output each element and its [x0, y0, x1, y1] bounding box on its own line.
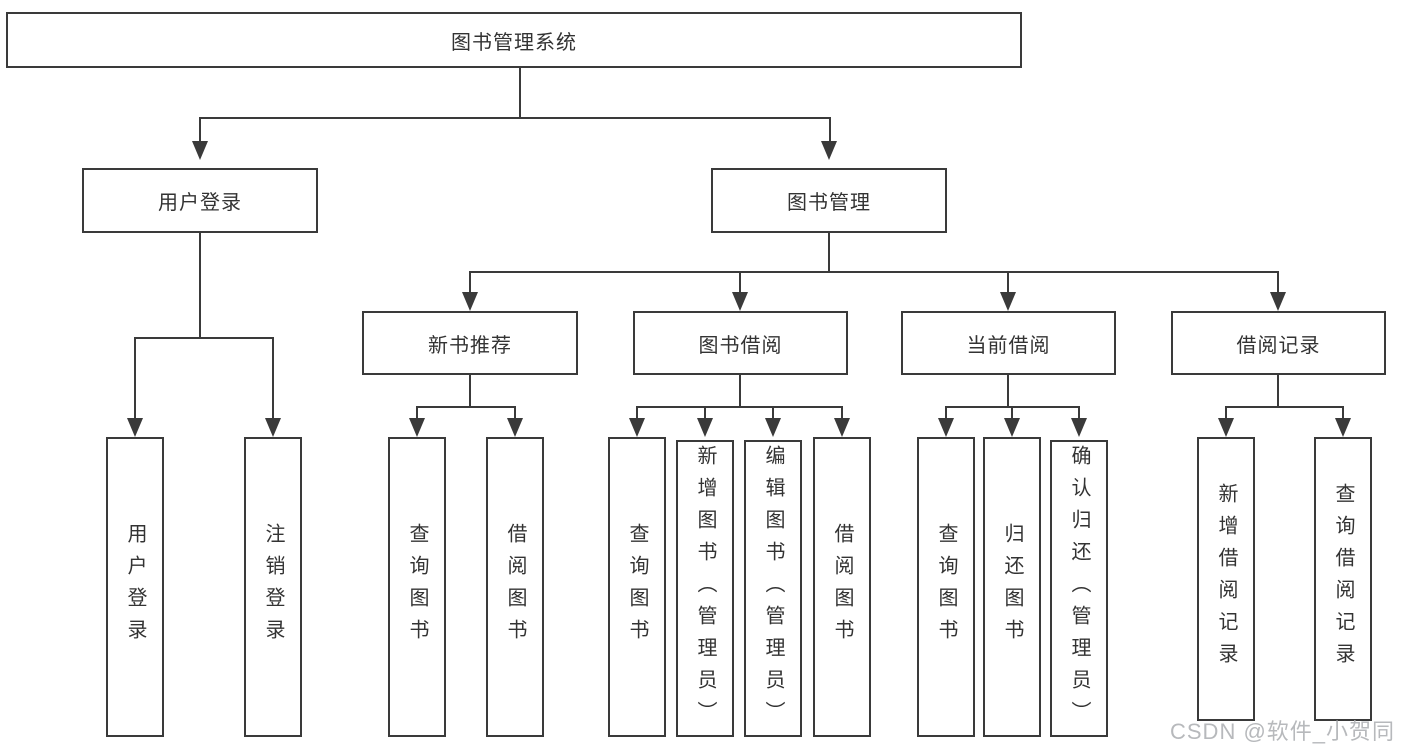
leaf-label: 用户登录: [124, 523, 146, 651]
connector-line: [519, 68, 521, 117]
connector-line: [1007, 375, 1009, 407]
node-label: 图书借阅: [698, 334, 783, 357]
connector-line: [828, 233, 830, 272]
leaf-label: 查询图书: [406, 523, 428, 651]
connector-line: [514, 406, 516, 420]
arrow-down-icon: [732, 292, 748, 311]
leaf-borrow-book: 借阅图书: [813, 437, 871, 737]
connector-line: [134, 337, 136, 419]
arrow-down-icon: [507, 418, 523, 437]
connector-line: [636, 406, 843, 408]
leaf-query-book: 查询图书: [917, 437, 975, 737]
connector-line: [1277, 271, 1279, 293]
connector-line: [1078, 406, 1080, 420]
leaf-label: 归还图书: [1001, 523, 1023, 651]
leaf-label: 新增图书（管理员）: [694, 444, 716, 733]
leaf-label: 确认归还（管理员）: [1068, 444, 1090, 733]
node-borrow-records: 借阅记录: [1171, 311, 1386, 375]
connector-line: [416, 406, 418, 420]
connector-line: [199, 233, 201, 337]
leaf-user-login: 用户登录: [106, 437, 164, 737]
leaf-confirm-return-admin: 确认归还（管理员）: [1050, 440, 1108, 737]
connector-line: [134, 337, 274, 339]
leaf-return-book: 归还图书: [983, 437, 1041, 737]
connector-line: [469, 271, 471, 293]
leaf-label: 注销登录: [262, 523, 284, 651]
leaf-query-borrow-record: 查询借阅记录: [1314, 437, 1372, 721]
connector-line: [416, 406, 516, 408]
node-label: 当前借阅: [966, 334, 1051, 357]
arrow-down-icon: [127, 418, 143, 437]
arrow-down-icon: [1270, 292, 1286, 311]
node-new-book-recommend: 新书推荐: [362, 311, 578, 375]
connector-line: [636, 406, 638, 420]
leaf-query-book: 查询图书: [388, 437, 446, 737]
arrow-down-icon: [697, 418, 713, 437]
leaf-add-book-admin: 新增图书（管理员）: [676, 440, 734, 737]
arrow-down-icon: [192, 141, 208, 160]
leaf-add-borrow-record: 新增借阅记录: [1197, 437, 1255, 721]
leaf-logout: 注销登录: [244, 437, 302, 737]
connector-line: [469, 375, 471, 407]
connector-line: [1007, 271, 1009, 293]
arrow-down-icon: [765, 418, 781, 437]
arrow-down-icon: [821, 141, 837, 160]
node-label: 新书推荐: [428, 334, 512, 357]
connector-line: [739, 271, 741, 293]
node-label: 借阅记录: [1236, 334, 1321, 357]
connector-line: [704, 406, 706, 420]
connector-line: [1277, 375, 1279, 406]
arrow-down-icon: [1000, 292, 1016, 311]
leaf-label: 查询借阅记录: [1332, 483, 1354, 675]
arrow-down-icon: [1218, 418, 1234, 437]
node-user-login: 用户登录: [82, 168, 318, 233]
arrow-down-icon: [1004, 418, 1020, 437]
connector-line: [199, 117, 830, 119]
connector-line: [739, 375, 741, 407]
node-current-borrow: 当前借阅: [901, 311, 1116, 375]
leaf-label: 借阅图书: [831, 523, 853, 651]
arrow-down-icon: [629, 418, 645, 437]
leaf-label: 编辑图书（管理员）: [762, 444, 784, 733]
leaf-label: 查询图书: [626, 523, 648, 651]
leaf-edit-book-admin: 编辑图书（管理员）: [744, 440, 802, 737]
node-label: 图书管理系统: [451, 31, 577, 54]
connector-line: [469, 271, 1279, 273]
connector-line: [1225, 406, 1344, 408]
connector-line: [272, 337, 274, 419]
watermark: CSDN @软件_小贺同学: [1170, 719, 1396, 744]
connector-line: [199, 117, 201, 143]
connector-line: [772, 406, 774, 420]
node-book-borrow: 图书借阅: [633, 311, 848, 375]
leaf-borrow-book: 借阅图书: [486, 437, 544, 737]
leaf-query-book: 查询图书: [608, 437, 666, 737]
leaf-label: 新增借阅记录: [1215, 483, 1237, 675]
arrow-down-icon: [938, 418, 954, 437]
node-book-management: 图书管理: [711, 168, 947, 233]
arrow-down-icon: [409, 418, 425, 437]
connector-line: [1342, 406, 1344, 420]
leaf-label: 查询图书: [935, 523, 957, 651]
leaf-label: 借阅图书: [504, 523, 526, 651]
connector-line: [945, 406, 947, 420]
node-label: 用户登录: [158, 192, 242, 214]
connector-line: [1011, 406, 1013, 420]
arrow-down-icon: [1071, 418, 1087, 437]
arrow-down-icon: [462, 292, 478, 311]
node-label: 图书管理: [787, 192, 871, 214]
arrow-down-icon: [1335, 418, 1351, 437]
connector-line: [829, 117, 831, 143]
arrow-down-icon: [265, 418, 281, 437]
connector-line: [841, 406, 843, 420]
connector-line: [1225, 406, 1227, 420]
arrow-down-icon: [834, 418, 850, 437]
node-library-management-system: 图书管理系统: [6, 12, 1022, 68]
